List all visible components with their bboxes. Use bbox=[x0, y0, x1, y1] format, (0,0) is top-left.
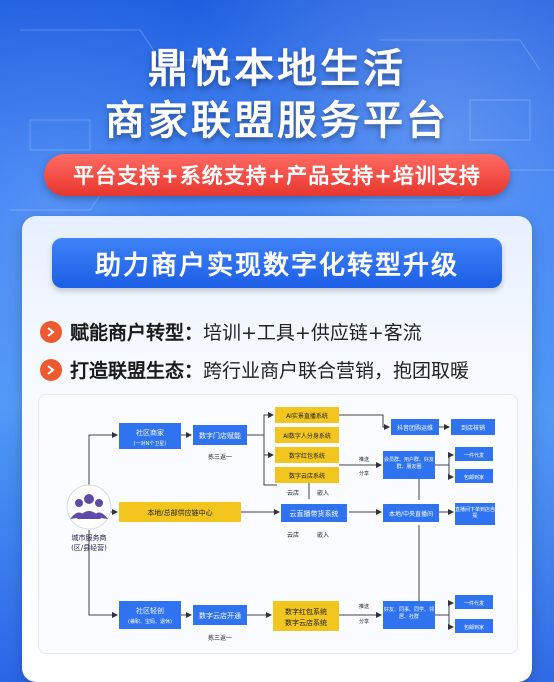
cloud-open-node: 数字云店开通 bbox=[199, 611, 241, 620]
share-label-2: 分享 bbox=[359, 618, 369, 625]
members-group-1: 会员群、用户群、好友群、朋友圈 bbox=[383, 457, 434, 470]
push-label-2: 推送 bbox=[359, 603, 369, 610]
cloud-store-label: 云店 bbox=[287, 489, 299, 497]
card-heading: 助力商户实现数字化转型升级 bbox=[52, 238, 502, 288]
douyin-node: 抖音团购运维 bbox=[397, 424, 433, 432]
gen3-node: 一件代发 bbox=[464, 600, 484, 607]
community-light-label: 社区轻创 bbox=[136, 606, 164, 615]
gen2-node: 包邮到家 bbox=[464, 474, 484, 481]
bullet-key: 赋能商户转型： bbox=[70, 322, 204, 344]
bullet-text: 跨行业商户联合营销，抱团取暖 bbox=[203, 360, 470, 382]
business-flow-diagram: 城市服务商 (区/县经营) 社区商家 (一对N个卫星) 数字门店赋能 拣三返一 … bbox=[38, 394, 518, 654]
members-group-2: 好友、同事、同学、邻居、社群 bbox=[383, 607, 434, 620]
bullet-text: 培训+工具+供应链+客流 bbox=[203, 322, 422, 344]
redpacket-cloud-line2: 数字云店系统 bbox=[285, 618, 327, 627]
cloud-store-label-2: 云店 bbox=[287, 531, 299, 539]
cloud-store-system-node: 数字云店系统 bbox=[289, 472, 325, 480]
enter-label: 嵌入 bbox=[317, 490, 329, 497]
cloud-live-system-node: 云直播带货系统 bbox=[290, 509, 339, 518]
gen1-node: 一件代发 bbox=[464, 452, 484, 459]
redpacket-cloud-line1: 数字红包系统 bbox=[285, 607, 327, 616]
enter-label-2: 嵌入 bbox=[317, 532, 329, 539]
supply-center-node: 本地/总部供应链中心 bbox=[147, 508, 212, 517]
arrow-right-icon bbox=[40, 320, 62, 343]
main-title-line2: 商家联盟服务平台 bbox=[105, 98, 449, 144]
pick3-label-2: 拣三返一 bbox=[208, 634, 232, 642]
support-pill: 平台支持+系统支持+产品支持+培训支持 bbox=[44, 154, 510, 196]
self-pick-node: 直播间下单到店自提 bbox=[455, 507, 495, 519]
local-live-node: 本地/中央直播间 bbox=[389, 510, 433, 518]
main-title-line1: 鼎悦本地生活 bbox=[148, 46, 406, 92]
share-label-1: 分享 bbox=[359, 470, 369, 477]
hub-label-2: (区/县经营) bbox=[71, 543, 107, 552]
gen4-node: 包邮到家 bbox=[464, 624, 484, 631]
pick3-label-1: 拣三返一 bbox=[208, 453, 232, 461]
bullet-alliance: 打造联盟生态： 跨行业商户联合营销，抱团取暖 bbox=[40, 356, 469, 383]
bullet-empower: 赋能商户转型： 培训+工具+供应链+客流 bbox=[40, 318, 422, 345]
push-label-1: 推送 bbox=[359, 456, 369, 463]
redpacket-node: 数字红包系统 bbox=[289, 452, 325, 460]
arrow-right-icon bbox=[40, 358, 62, 381]
ai-avatar-node: AI数字人分身系统 bbox=[283, 432, 331, 440]
community-merchant-sub: (一对N个卫星) bbox=[134, 440, 167, 447]
community-merchant-label: 社区商家 bbox=[136, 428, 164, 437]
community-light-sub: (兼职、宝妈、退休) bbox=[128, 618, 172, 625]
hub-label-1: 城市服务商 bbox=[72, 533, 107, 542]
ai-live-node: AI实景直播系统 bbox=[286, 412, 328, 420]
people-icon bbox=[70, 494, 108, 519]
store-empower-node: 数字门店赋能 bbox=[199, 431, 241, 440]
bullet-key: 打造联盟生态： bbox=[70, 360, 204, 382]
catering-node: 到店核销 bbox=[461, 424, 485, 432]
